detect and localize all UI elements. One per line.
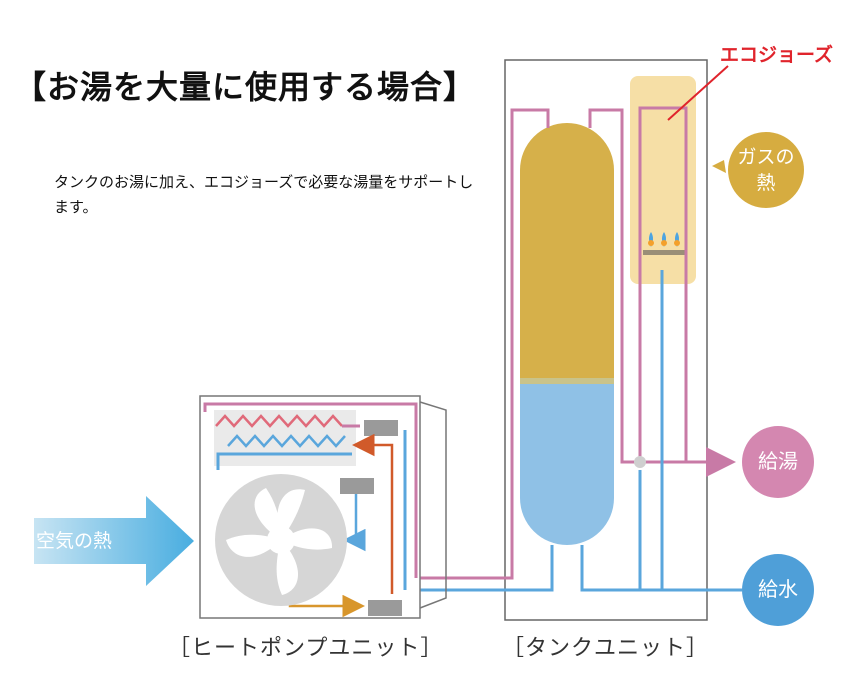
page-title: 【お湯を大量に使用する場合】	[14, 68, 477, 106]
air-heat-label: 空気の熱	[36, 530, 113, 552]
mixing-valve	[634, 456, 646, 468]
fan-icon	[215, 474, 347, 606]
hot-water-bubble	[742, 426, 814, 498]
hot-water-label: 給湯	[758, 449, 798, 473]
gas-burner-icon	[643, 232, 685, 255]
gas-heat-bubble	[728, 132, 804, 208]
water-supply-label: 給水	[758, 577, 798, 601]
heat-pump-unit	[199, 395, 447, 619]
heat-pump-unit-label: ［ヒートポンプユニット］	[168, 636, 444, 661]
water-supply-bubble	[742, 554, 814, 626]
tank-unit-frame	[504, 59, 708, 621]
ecojoz-box	[630, 76, 696, 284]
ecojoz-label: エコジョーズ	[720, 44, 834, 66]
tank-pipes	[418, 106, 742, 592]
ecojoz-pointer-line	[667, 65, 729, 121]
air-heat-arrow	[34, 496, 194, 586]
tank-unit-label: ［タンクユニット］	[502, 636, 710, 661]
description-text: タンクのお湯に加え、エコジョーズで必要な湯量をサポートします。	[54, 173, 474, 216]
hot-water-tank	[520, 123, 614, 545]
gas-heat-label: ガスの熱	[737, 146, 795, 194]
